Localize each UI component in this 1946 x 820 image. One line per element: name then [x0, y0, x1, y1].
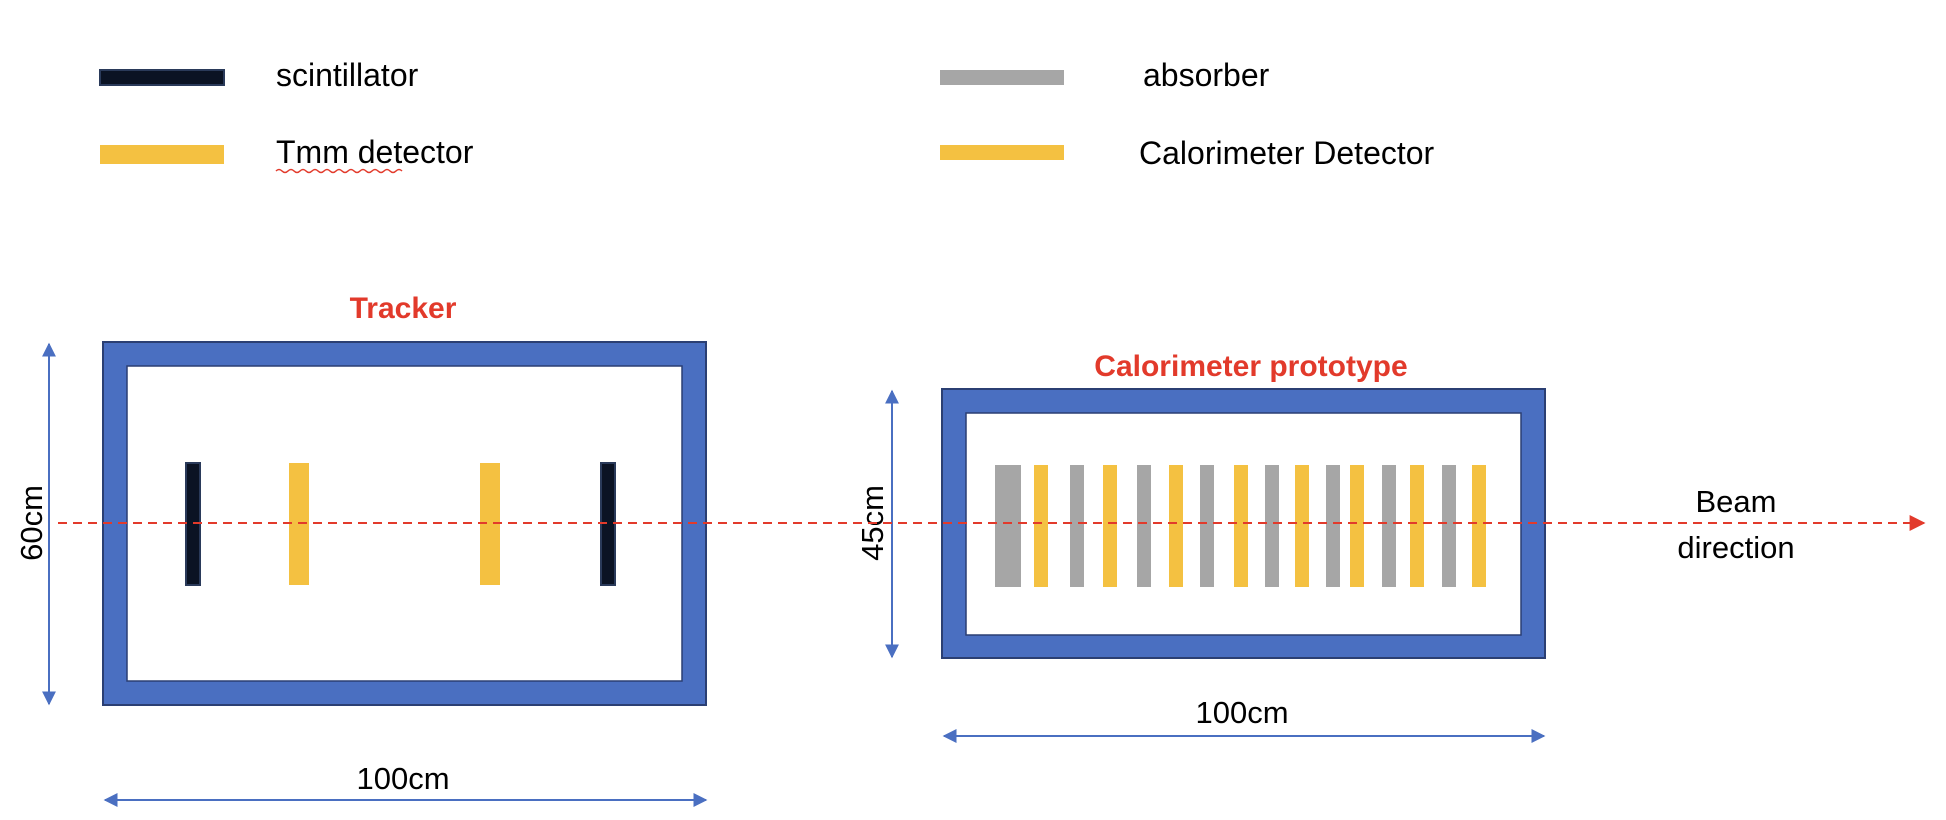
- legend-swatch-tmm: [100, 145, 224, 164]
- calorimeter-layer-detector: [1034, 465, 1048, 587]
- legend-swatch-calorimeter-detector: [940, 145, 1064, 160]
- spellcheck-underline: [275, 168, 403, 174]
- calorimeter-layer-detector: [1169, 465, 1183, 587]
- legend-swatch-scintillator: [99, 69, 225, 86]
- calorimeter-layer-detector: [1295, 465, 1309, 587]
- calorimeter-layer-detector: [1472, 465, 1486, 587]
- calorimeter: Calorimeter prototype 45cm 100cm: [855, 350, 1546, 743]
- calorimeter-layer-absorber: [1442, 465, 1456, 587]
- tracker-height-label: 60cm: [14, 485, 49, 561]
- calorimeter-width-label: 100cm: [1195, 695, 1288, 730]
- calorimeter-layer-detector: [1410, 465, 1424, 587]
- calorimeter-layer-detector: [1234, 465, 1248, 587]
- legend-label-tmm: Tmm detector: [276, 134, 474, 170]
- legend-label-calorimeter-detector: Calorimeter Detector: [1139, 135, 1435, 171]
- calorimeter-title: Calorimeter prototype: [1094, 350, 1407, 383]
- calorimeter-layer-absorber: [1382, 465, 1396, 587]
- tracker-title: Tracker: [350, 292, 457, 325]
- calorimeter-layer-detector: [1103, 465, 1117, 587]
- beam-label-line2: direction: [1677, 530, 1794, 565]
- beam-label-line1: Beam: [1696, 484, 1777, 519]
- calorimeter-layer-absorber: [1265, 465, 1279, 587]
- legend: scintillator Tmm detector absorber Calor…: [99, 57, 1435, 174]
- calorimeter-layer-detector: [1350, 465, 1364, 587]
- calorimeter-layers: [995, 465, 1486, 587]
- legend-label-scintillator: scintillator: [276, 57, 419, 93]
- calorimeter-layer-absorber: [1137, 465, 1151, 587]
- calorimeter-layer-absorber: [995, 465, 1021, 587]
- tracker-layer-tmm: [480, 463, 500, 585]
- tracker-width-label: 100cm: [356, 761, 449, 796]
- legend-label-absorber: absorber: [1143, 57, 1270, 93]
- tracker: Tracker 60cm 100cm: [14, 292, 708, 807]
- calorimeter-layer-absorber: [1070, 465, 1084, 587]
- legend-swatch-absorber: [940, 70, 1064, 85]
- calorimeter-layer-absorber: [1200, 465, 1214, 587]
- calorimeter-layer-absorber: [1326, 465, 1340, 587]
